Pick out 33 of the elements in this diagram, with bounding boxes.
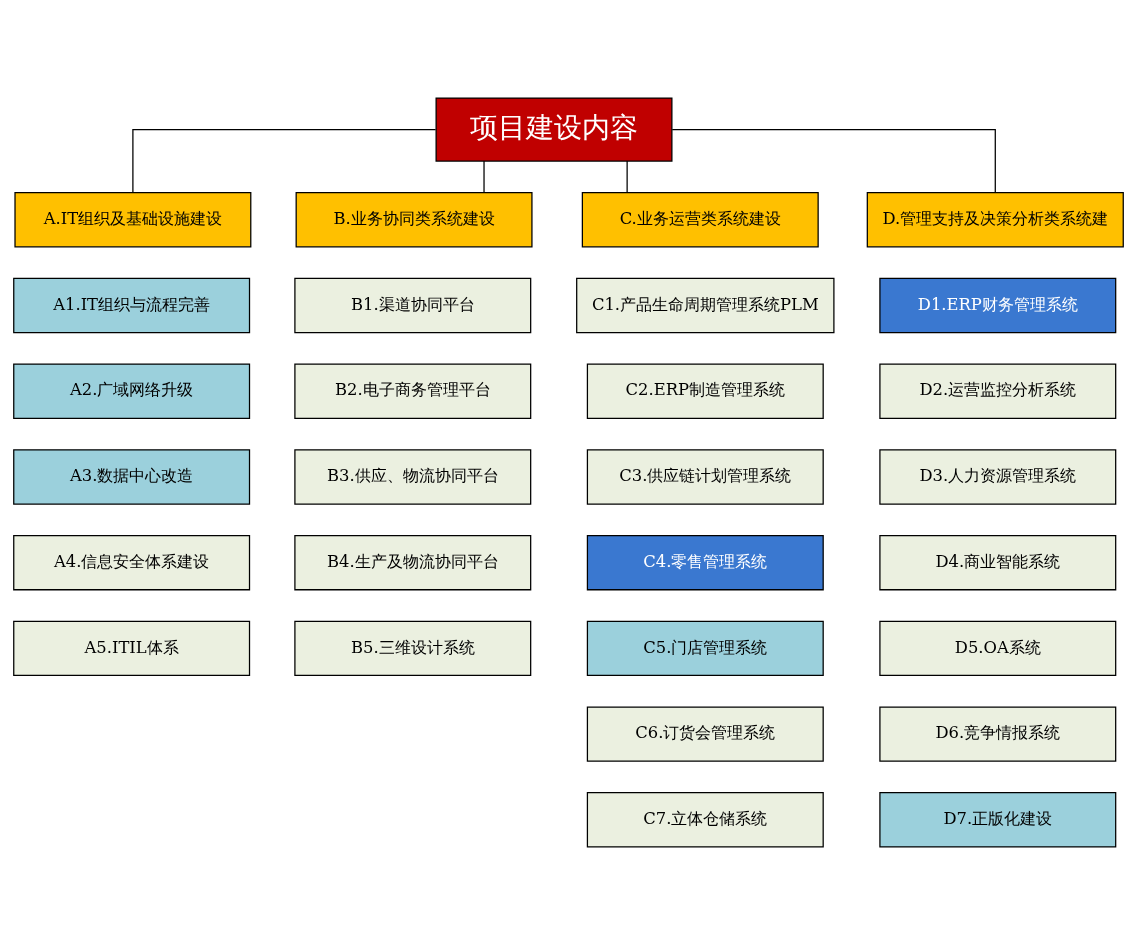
connector: [671, 128, 996, 193]
node-box: C6.订货会管理系统: [586, 705, 824, 762]
node-box: C5.门店管理系统: [586, 620, 824, 676]
node-box: C7.立体仓储系统: [586, 791, 824, 848]
node-box: D7.正版化建设: [879, 791, 1117, 848]
connector: [132, 128, 437, 193]
node-box: D4.商业智能系统: [879, 534, 1117, 590]
node-box: B5.三维设计系统: [294, 620, 532, 676]
node-box: A2.广域网络升级: [13, 362, 251, 419]
node-box: A5.ITIL体系: [13, 620, 251, 676]
node-box: 项目建设内容: [435, 96, 673, 162]
node-box: B2.电子商务管理平台: [294, 362, 532, 419]
node-box: C1.产品生命周期管理系统PLM: [576, 277, 835, 333]
node-box: D2.运营监控分析系统: [879, 362, 1117, 419]
node-box: A3.数据中心改造: [13, 448, 251, 505]
node-box: D3.人力资源管理系统: [879, 448, 1117, 505]
node-box: B.业务协同类系统建设: [295, 191, 533, 247]
node-box: D6.竞争情报系统: [879, 705, 1117, 762]
node-box: B3.供应、物流协同平台: [294, 448, 532, 505]
node-box: A.IT组织及基础设施建设: [14, 191, 252, 247]
node-box: D5.OA系统: [879, 620, 1117, 676]
node-box: A1.IT组织与流程完善: [13, 277, 251, 333]
node-box: C3.供应链计划管理系统: [586, 448, 824, 505]
node-box: C2.ERP制造管理系统: [586, 362, 824, 419]
node-box: B1.渠道协同平台: [294, 277, 532, 333]
node-box: A4.信息安全体系建设: [13, 534, 251, 590]
connector: [483, 159, 485, 193]
connector: [626, 159, 628, 193]
node-box: C.业务运营类系统建设: [581, 191, 819, 247]
node-box: D.管理支持及决策分析类系统建: [866, 191, 1124, 247]
node-box: C4.零售管理系统: [586, 534, 824, 590]
node-box: B4.生产及物流协同平台: [294, 534, 532, 590]
node-box: D1.ERP财务管理系统: [879, 277, 1117, 333]
